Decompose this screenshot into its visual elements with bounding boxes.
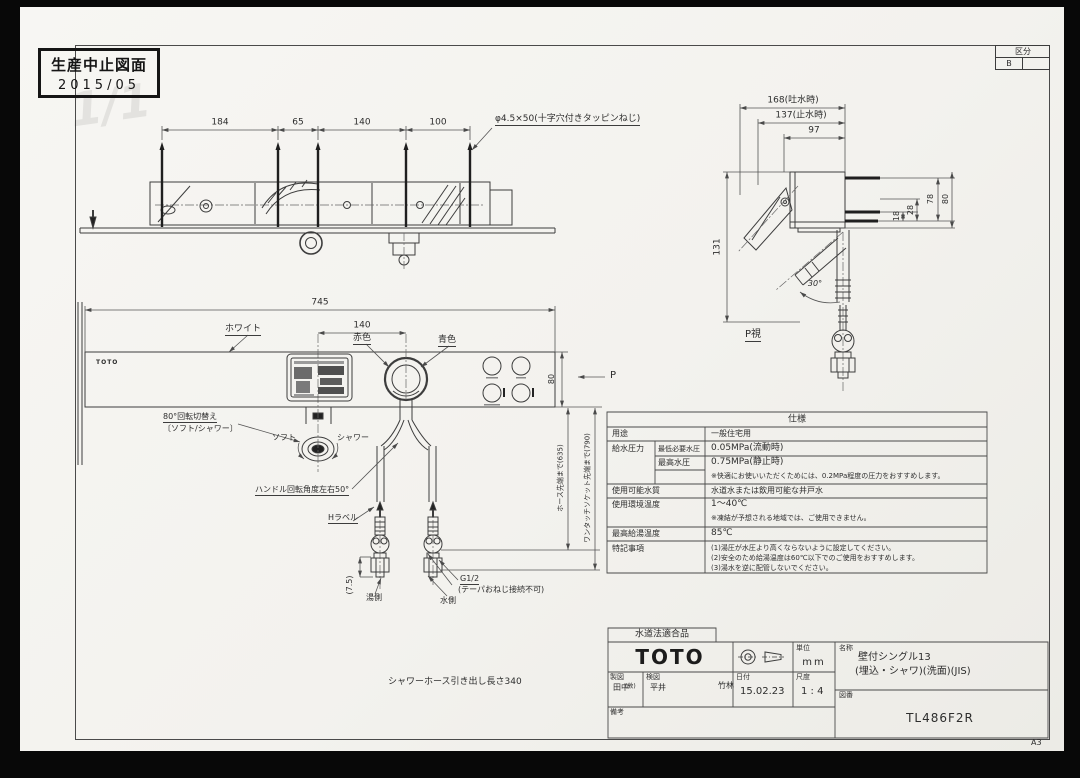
category-label: 区分: [1015, 47, 1031, 56]
panel-brand-logo: TOTO: [96, 359, 119, 366]
dim-97: 97: [808, 125, 820, 136]
p-view-label: P視: [745, 329, 762, 342]
thread-note: (テーパおねじ接続不可): [458, 585, 545, 594]
certified-label: 水道法適合品: [634, 629, 690, 640]
h-label: Hラベル: [328, 513, 359, 524]
dim-7-5: (7.5): [345, 575, 354, 595]
spec-hot: 85℃: [711, 528, 733, 538]
spec-min-value: 0.05MPa(流動時): [711, 443, 784, 453]
spec-note-1: (1)湯圧が水圧より高くならないように設定してください。: [711, 544, 896, 552]
dim-socket-end: ワンタッチソケット先端まで(790): [583, 433, 592, 543]
drafter-name-2: (敦): [625, 683, 636, 690]
drafter-label: 製図: [610, 673, 624, 681]
drafter-name: 田中: [613, 683, 629, 692]
dim-168: 168(吐水時): [767, 95, 819, 106]
drawing-number: TL486F2R: [906, 711, 974, 725]
dim-hose-end: ホース先端まで(635): [556, 444, 565, 512]
spec-note-3: (3)湯水を逆に配管しないでください。: [711, 564, 833, 572]
spec-water-label: 使用可能水質: [612, 486, 660, 495]
shower-label: シャワー: [337, 433, 369, 442]
brand-logo: TOTO: [635, 645, 705, 669]
spec-usage: 一般住宅用: [711, 429, 751, 438]
spec-max-label: 最高水圧: [658, 458, 690, 467]
dim-100: 100: [429, 117, 447, 128]
name-label: 名称: [839, 644, 853, 652]
rotate-note-2: 〔ソフト/シャワー〕: [163, 424, 238, 433]
hot-side-label: 湯側: [366, 593, 382, 602]
category-value: B: [1006, 59, 1012, 68]
hose-connectors: [371, 502, 442, 577]
stamp-date: 2015/05: [57, 77, 140, 93]
number-label: 図番: [839, 691, 853, 699]
dim-745: 745: [311, 297, 329, 308]
rotate-note-1: 80°回転切替え: [163, 412, 218, 423]
spec-table-grid: [607, 412, 987, 573]
spec-min-label: 最低必要水圧: [658, 445, 700, 453]
p-arrow-label: P: [610, 370, 617, 381]
scale-label: 尺度: [796, 673, 810, 681]
screw-note: φ4.5×50(十字穴付きタッピンねじ): [495, 114, 641, 126]
product-name-1: 壁付シングル13: [858, 652, 931, 663]
sheet-size-label: A3: [1031, 738, 1042, 747]
front-view-dimensions: [85, 306, 605, 596]
spec-pressure-label: 給水圧力: [612, 444, 644, 453]
dim-131: 131: [712, 238, 723, 256]
stamp-title: 生産中止図面: [50, 55, 147, 74]
front-view-linework: [78, 302, 555, 590]
spec-max-value: 0.75MPa(静止時): [711, 457, 784, 467]
product-name-2: (埋込・シャワ)(洗面)(JIS): [855, 666, 971, 677]
unit-value: mm: [802, 657, 826, 668]
scale-value: 1 : 4: [801, 686, 824, 697]
category-table: 区分 B: [995, 45, 1050, 70]
top-view-linework: [80, 142, 555, 270]
third-angle-projection-icon: [738, 650, 784, 664]
thread-label: G1/2: [460, 574, 480, 585]
color-white-label: ホワイト: [225, 324, 262, 336]
dim-140-top: 140: [353, 117, 371, 128]
dim-65: 65: [292, 117, 304, 128]
color-red-label: 赤色: [353, 333, 372, 345]
dim-80-pview: 80: [941, 193, 950, 205]
p-view-linework: [738, 172, 955, 392]
spec-notes-label: 特記事項: [612, 544, 644, 553]
spec-water: 水道水または飲用可能な井戸水: [711, 486, 823, 495]
checker-name-2: 竹林: [718, 681, 734, 690]
top-view-dimensions: [162, 126, 492, 150]
instruction-label: [287, 354, 352, 401]
checker-name: 平井: [650, 683, 666, 692]
dim-28: 28: [906, 204, 915, 216]
handle-rotation-note: ハンドル回転角度左右50°: [255, 485, 350, 496]
spec-hot-label: 最高給湯温度: [612, 529, 660, 538]
spec-temp-note: ※凍結が予想される地域では、ご使用できません。: [711, 514, 871, 522]
spec-usage-label: 用途: [612, 429, 628, 438]
checker-label: 検図: [646, 673, 660, 681]
date-value: 15.02.23: [740, 686, 785, 697]
cold-side-label: 水側: [440, 596, 456, 605]
dim-137: 137(止水時): [775, 110, 827, 121]
unit-label: 単位: [796, 644, 810, 652]
color-blue-label: 青色: [438, 335, 457, 347]
spec-pressure-note: ※快適にお使いいただくためには、0.2MPa程度の圧力をおすすめします。: [711, 472, 945, 480]
dim-80-front: 80: [547, 373, 556, 385]
date-label: 日付: [736, 673, 750, 681]
spec-title: 仕様: [787, 414, 807, 425]
soft-label: ソフト: [272, 433, 296, 442]
dim-184: 184: [211, 117, 229, 128]
angle-30: 30°: [807, 279, 823, 288]
spec-temp: 1〜40℃: [711, 499, 748, 509]
hose-pullout-note: シャワーホース引き出し長さ340: [388, 677, 522, 687]
dim-78: 78: [926, 193, 935, 205]
spec-note-2: (2)安全のため給湯温度は60℃以下でのご使用をおすすめします。: [711, 554, 919, 562]
dim-140-front: 140: [353, 320, 371, 331]
dim-18: 18: [892, 210, 901, 222]
remarks-label: 備考: [610, 708, 624, 716]
title-block-grid: [608, 628, 1048, 738]
spec-temp-label: 使用環境温度: [612, 500, 660, 509]
p-view-dimensions: [723, 104, 954, 322]
discontinued-stamp: 生産中止図面 2015/05: [38, 48, 160, 98]
drawing-frame: [75, 45, 1050, 740]
